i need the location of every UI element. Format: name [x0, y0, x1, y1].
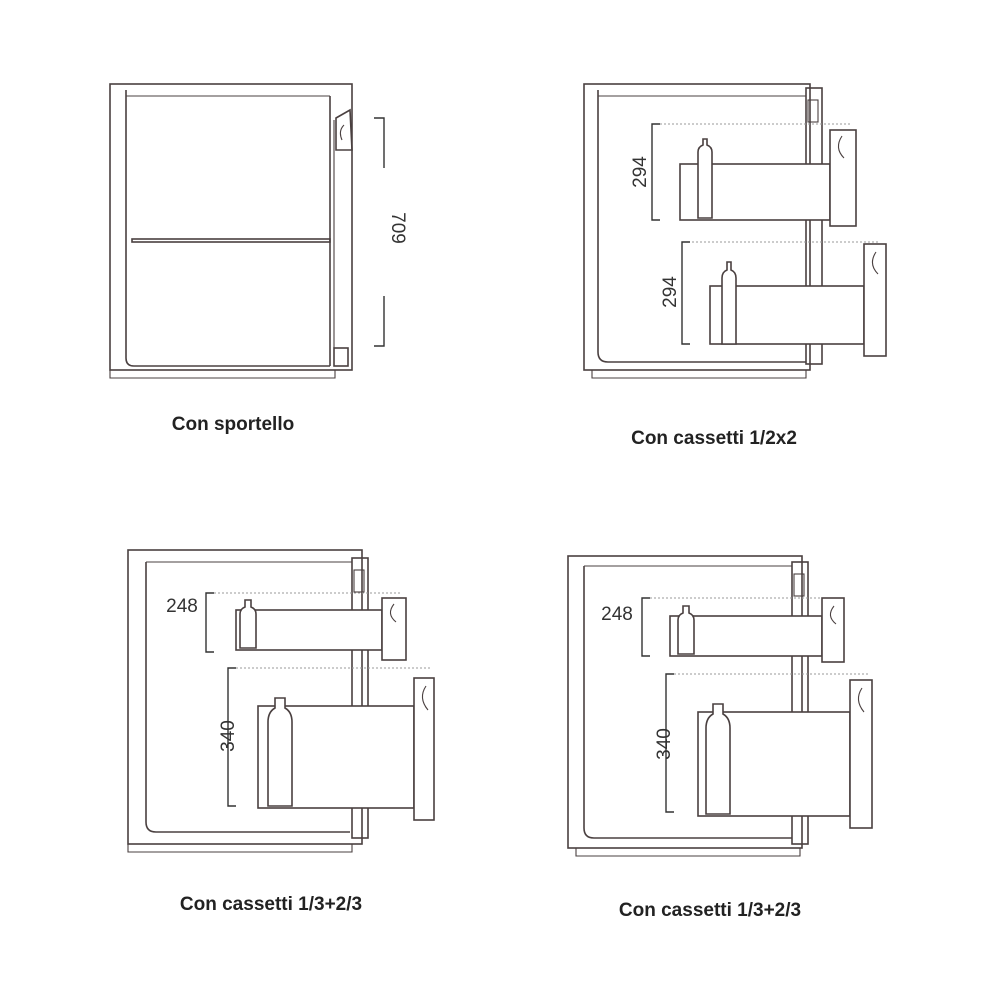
caption-drawers-third-left: Con cassetti 1/3+2/3 [179, 894, 363, 915]
dimension-label: 294 [630, 156, 651, 188]
cabinet-body [583, 83, 823, 379]
caption-drawers-half: Con cassetti 1/2x2 [631, 428, 797, 449]
door-hinge [333, 108, 353, 367]
dimension-label: 709 [387, 212, 408, 244]
dimension-label: 340 [218, 720, 239, 752]
dimension-label: 248 [166, 596, 198, 617]
diagram-door: 709 [109, 83, 408, 379]
bottle [721, 261, 737, 345]
diagram-drawers-third-right: 248 340 [567, 555, 873, 857]
caption-drawers-third-right: Con cassetti 1/3+2/3 [618, 900, 802, 921]
dimension-label: 248 [601, 604, 633, 625]
dimension-label: 294 [660, 276, 681, 308]
drawer-top: 248 [601, 597, 845, 663]
bottle [697, 138, 713, 219]
bottle [677, 605, 695, 655]
cabinet-body [567, 555, 809, 857]
drawer-bottom: 294 [660, 241, 887, 357]
drawer-bottom: 340 [654, 673, 873, 829]
caption-door: Con sportello [171, 414, 295, 435]
dimension-709: 709 [374, 117, 408, 347]
cabinet-body [127, 549, 369, 853]
bottle [705, 703, 731, 815]
bottle [239, 599, 257, 649]
diagram-drawers-third-left: 248 340 [127, 549, 435, 853]
bottle [267, 697, 293, 807]
drawer-top: 248 [166, 592, 407, 661]
cabinet-body [109, 83, 353, 379]
dimension-label: 340 [654, 728, 675, 760]
drawer-top: 294 [630, 123, 857, 227]
shelf [131, 238, 331, 243]
drawer-bottom: 340 [218, 667, 435, 821]
diagram-drawers-half: 294 294 [583, 83, 887, 379]
